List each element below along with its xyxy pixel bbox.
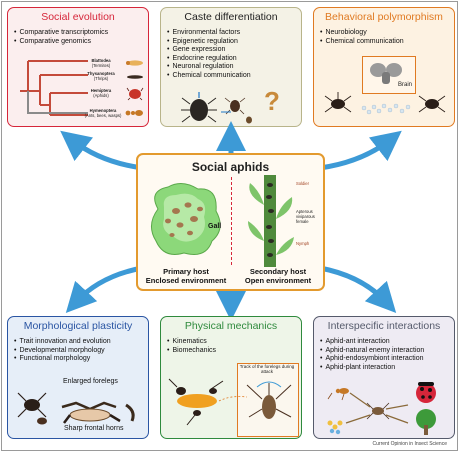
mechanics-title: Physical mechanics	[184, 320, 278, 332]
caste-list: Environmental factors Epigenetic regulat…	[167, 29, 251, 81]
soldier-label: Soldier	[296, 181, 310, 186]
caste-item: Endocrine regulation	[167, 55, 251, 64]
mechanics-list: Kinematics Biomechanics	[167, 338, 216, 355]
track-label: Track of the forelegs during attack	[239, 364, 295, 374]
brain-icon	[370, 63, 402, 84]
caste-item: Gene expression	[167, 46, 251, 55]
aphid-icon	[126, 87, 144, 101]
horns-label: Sharp frontal horns	[64, 425, 124, 432]
gall-label: Gall	[208, 223, 222, 230]
interaction-network-illustration	[327, 382, 436, 435]
taxon-label: Blattodea(Termites)	[91, 58, 111, 68]
panel-interspecific-interactions: Interspecific interactions Aphid-ant int…	[313, 316, 455, 439]
apterous-label: Apterous viviparous female	[296, 209, 315, 224]
gall-illustration	[151, 183, 221, 255]
interspecific-list: Aphid-ant interaction Aphid-natural enem…	[320, 338, 424, 372]
morphological-item: Developmental morphology	[14, 347, 111, 356]
interspecific-item: Aphid-ant interaction	[320, 338, 424, 347]
social-aphids-title: Social aphids	[191, 160, 270, 174]
brain-box	[362, 56, 416, 94]
social-evolution-list: Comparative transcriptomics Comparative …	[14, 29, 108, 46]
stem-illustration	[248, 175, 294, 267]
behavioral-item: Neurobiology	[320, 29, 404, 38]
caste-item: Chemical communication	[167, 72, 250, 81]
panel-social-evolution: Social evolution Comparative transcripto…	[7, 7, 149, 127]
interspecific-item: Aphid-endosymbiont interaction	[320, 355, 424, 364]
thrips-icon	[127, 75, 143, 79]
morphological-title: Morphological plasticity	[23, 320, 133, 332]
behavioral-title: Behavioral polymorphism	[325, 11, 443, 23]
brain-label: Brain	[398, 82, 413, 88]
mechanics-illustration	[168, 378, 292, 426]
caste-title: Caste differentiation	[184, 11, 278, 23]
mechanics-item: Biomechanics	[167, 347, 216, 356]
panel-behavioral-polymorphism: Behavioral polymorphism Neurobiology Che…	[313, 7, 455, 127]
social-evolution-item: Comparative transcriptomics	[14, 29, 108, 38]
question-mark: ?	[264, 86, 280, 116]
caste-item: Epigenetic regulation	[167, 38, 251, 47]
taxon-label: Hymenoptera(Ants, bees, wasps)	[84, 108, 122, 118]
forelegs-label: Enlarged forelegs	[63, 378, 118, 385]
morphological-item: Functional morphology	[14, 355, 111, 364]
mechanics-item: Kinematics	[167, 338, 216, 347]
taxon-label: Hemiptera(Aphids)	[90, 88, 112, 98]
footer-credit: Current Opinion in Insect Science	[372, 441, 447, 447]
caste-item: Neuronal regulation	[167, 63, 251, 72]
morphological-list: Trait innovation and evolution Developme…	[14, 338, 111, 364]
soldier-aphid-illustration	[17, 392, 135, 425]
interspecific-item: Aphid-plant interaction	[320, 364, 424, 373]
social-evolution-title: Social evolution	[41, 11, 115, 23]
morphological-item: Trait innovation and evolution	[14, 338, 110, 347]
social-evolution-item: Comparative genomics	[14, 38, 108, 47]
nymph-label: Nymph	[296, 241, 310, 246]
interspecific-item: Aphid-natural enemy interaction	[320, 347, 424, 356]
ant-icon	[125, 110, 143, 116]
panel-physical-mechanics: Physical mechanics Kinematics Biomechani…	[160, 316, 302, 439]
behavioral-item: Chemical communication	[320, 38, 403, 47]
taxon-label: Thysanoptera(Thrips)	[87, 71, 115, 81]
caste-aphids-illustration	[181, 92, 252, 124]
behavioral-list: Neurobiology Chemical communication	[320, 29, 404, 47]
caste-item: Environmental factors	[167, 29, 251, 38]
center-divider	[231, 177, 232, 265]
interspecific-title: Interspecific interactions	[327, 320, 441, 332]
panel-morphological-plasticity: Morphological plasticity Trait innovatio…	[7, 316, 149, 439]
termite-icon	[126, 60, 143, 66]
phylogeny-tree	[20, 60, 88, 116]
behavior-aphids	[324, 92, 446, 115]
panel-caste-differentiation: Caste differentiation Environmental fact…	[160, 7, 302, 127]
